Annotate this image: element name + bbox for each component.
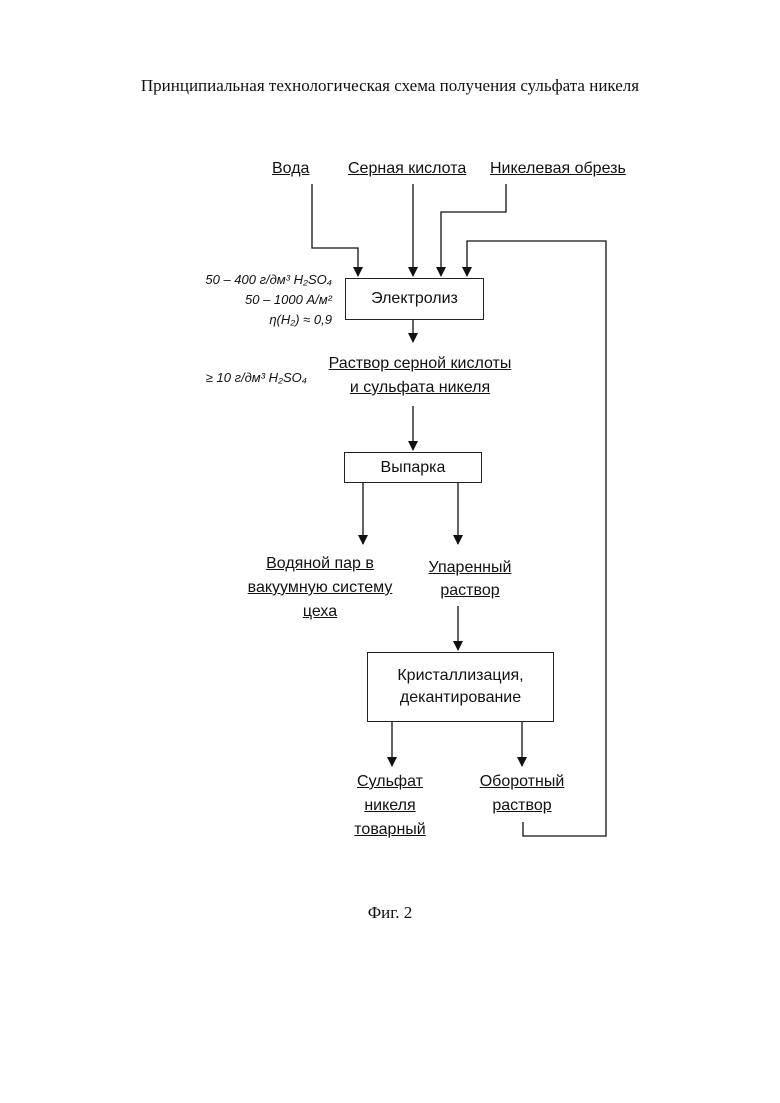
evaporation-box: Выпарка [344, 452, 482, 483]
input-nickel-scrap: Никелевая обрезь [490, 157, 626, 181]
electrolysis-box: Электролиз [345, 278, 484, 320]
electrolysis-param-efficiency: η(H₂) ≈ 0,9 [269, 310, 332, 329]
arrow-recycle-to-electrolysis [467, 241, 606, 836]
arrow-water-to-electrolysis [312, 184, 358, 276]
product-label-line3: товарный [330, 818, 450, 842]
evaporated-label-line1: Упаренный [405, 556, 535, 580]
figure-caption: Фиг. 2 [0, 903, 780, 923]
evaporation-label: Выпарка [381, 457, 446, 479]
input-sulfuric-acid: Серная кислота [348, 157, 466, 181]
solution-label-line2: и сульфата никеля [300, 376, 540, 400]
product-label-line2: никеля [330, 794, 450, 818]
input-water: Вода [272, 157, 309, 181]
crystallization-box: Кристаллизация, декантирование [367, 652, 554, 722]
arrow-nickel-to-electrolysis [441, 184, 506, 276]
electrolysis-label: Электролиз [371, 288, 458, 310]
electrolysis-param-concentration: 50 – 400 г/дм³ H₂SO₄ [205, 270, 332, 289]
product-label-line1: Сульфат [330, 770, 450, 794]
steam-label-line3: цеха [230, 600, 410, 624]
solution-label-line1: Раствор серной кислоты [300, 352, 540, 376]
crystallization-label-line1: Кристаллизация, [397, 665, 523, 687]
evaporated-label-line2: раствор [405, 579, 535, 603]
steam-label-line2: вакуумную систему [230, 576, 410, 600]
electrolysis-param-current-density: 50 – 1000 А/м² [245, 290, 332, 309]
crystallization-label-line2: декантирование [400, 687, 521, 709]
solution-param-concentration: ≥ 10 г/дм³ H₂SO₄ [206, 368, 307, 387]
steam-label-line1: Водяной пар в [230, 552, 410, 576]
recycle-label-line2: раствор [460, 794, 584, 818]
recycle-label-line1: Оборотный [460, 770, 584, 794]
